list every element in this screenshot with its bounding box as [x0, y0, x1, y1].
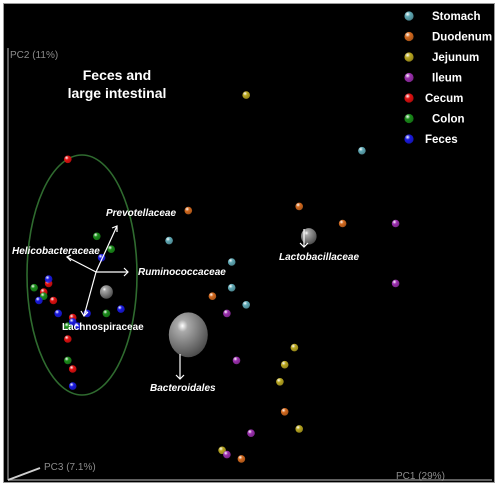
point-colon-12	[102, 309, 111, 318]
legend-label-ileum: Ileum	[432, 73, 462, 85]
point-cecum-6	[68, 365, 77, 373]
legend-marker-cecum	[404, 93, 414, 103]
point-ileum-42	[223, 309, 231, 318]
point-duodenum-30	[338, 219, 347, 228]
point-jejunum-38	[295, 425, 304, 433]
point-feces-22	[68, 382, 77, 390]
legend-marker-duodenum	[404, 31, 414, 42]
legend-marker-stomach	[404, 11, 414, 21]
arrowhead-lactobacillaceae	[299, 242, 309, 248]
point-cecum-0	[64, 155, 72, 164]
legend-marker-feces	[404, 134, 414, 144]
label-lactobacillaceae: Lactobacillaceae	[279, 252, 359, 263]
centroid-bacteroidales	[168, 312, 208, 358]
data-points	[30, 91, 400, 463]
point-colon-13	[64, 356, 72, 365]
point-duodenum-32	[280, 408, 289, 416]
arrowhead-ruminococcaceae	[123, 267, 129, 277]
point-ileum-41	[391, 279, 400, 288]
legend-label-cecum: Cecum	[425, 93, 463, 105]
axis-pc2-label: PC2 (11%)	[10, 50, 58, 61]
label-lachnospiraceae: Lachnospiraceae	[62, 322, 144, 333]
point-feces-17	[54, 309, 62, 318]
legend-label-stomach: Stomach	[432, 11, 481, 23]
arrow-prevotellaceae	[95, 225, 118, 273]
centroid-helicobacteraceae	[99, 285, 113, 299]
arrowhead-prevotellaceae	[111, 225, 118, 232]
group-ellipse	[26, 154, 138, 396]
legend-label-feces: Feces	[425, 134, 458, 146]
point-stomach-25	[227, 258, 236, 266]
point-jejunum-37	[276, 378, 284, 386]
arrow-lachnospiraceae	[83, 271, 97, 317]
point-feces-20	[117, 305, 125, 313]
plot-frame: PC2 (11%) PC1 (29%) PC3 (7.1%) Feces and…	[3, 3, 495, 483]
point-colon-9	[30, 283, 38, 292]
point-cecum-5	[64, 335, 72, 343]
legend-label-jejunum: Jejunum	[432, 52, 479, 64]
point-duodenum-28	[184, 206, 193, 215]
point-cecum-3	[49, 296, 58, 305]
axis-pc1-label: PC1 (29%)	[396, 471, 445, 482]
point-jejunum-34	[242, 91, 250, 99]
point-ileum-44	[247, 429, 255, 438]
group-title-line-1: Feces and	[83, 67, 151, 83]
axis-pc3-label: PC3 (7.1%)	[44, 462, 96, 473]
point-ileum-45	[223, 450, 231, 459]
point-colon-7	[93, 232, 101, 241]
centroid-lactobacillaceae	[301, 228, 317, 245]
point-jejunum-35	[290, 343, 299, 352]
point-feces-15	[44, 275, 53, 283]
label-prevotellaceae: Prevotellaceae	[106, 208, 176, 219]
point-duodenum-29	[295, 202, 304, 211]
point-ileum-43	[232, 356, 241, 365]
annotation-arrows	[65, 225, 309, 380]
axis-pc3-line	[7, 467, 41, 481]
point-ileum-40	[391, 219, 400, 228]
legend-label-duodenum: Duodenum	[432, 32, 492, 44]
point-stomach-24	[165, 236, 173, 245]
label-ruminococcaceae: Ruminococcaceae	[138, 267, 226, 278]
point-stomach-27	[242, 301, 250, 309]
point-stomach-26	[227, 283, 236, 292]
legend-marker-jejunum	[404, 52, 414, 62]
point-duodenum-31	[208, 292, 217, 301]
arrow-helicobacteraceae	[66, 256, 97, 273]
arrowhead-helicobacteraceae	[65, 254, 72, 262]
taxa-centroids	[99, 228, 317, 358]
point-colon-8	[107, 245, 115, 253]
legend-label-colon: Colon	[432, 114, 465, 126]
arrowhead-lachnospiraceae	[80, 310, 89, 317]
pca-plot: PC2 (11%) PC1 (29%) PC3 (7.1%) Feces and…	[7, 11, 492, 482]
point-stomach-23	[358, 146, 366, 155]
point-feces-21	[73, 322, 82, 331]
label-helicobacteraceae: Helicobacteraceae	[12, 246, 100, 257]
point-jejunum-36	[280, 360, 289, 369]
legend-marker-ileum	[404, 72, 414, 83]
legend: StomachDuodenumJejunumIleumCecumColonFec…	[404, 11, 492, 146]
point-duodenum-33	[237, 455, 246, 463]
arrowhead-bacteroidales	[175, 374, 185, 380]
point-colon-11	[64, 322, 72, 331]
label-bacteroidales: Bacteroidales	[150, 383, 216, 394]
legend-marker-colon	[404, 113, 414, 124]
group-title-line-2: large intestinal	[68, 85, 167, 101]
point-feces-16	[35, 296, 43, 305]
